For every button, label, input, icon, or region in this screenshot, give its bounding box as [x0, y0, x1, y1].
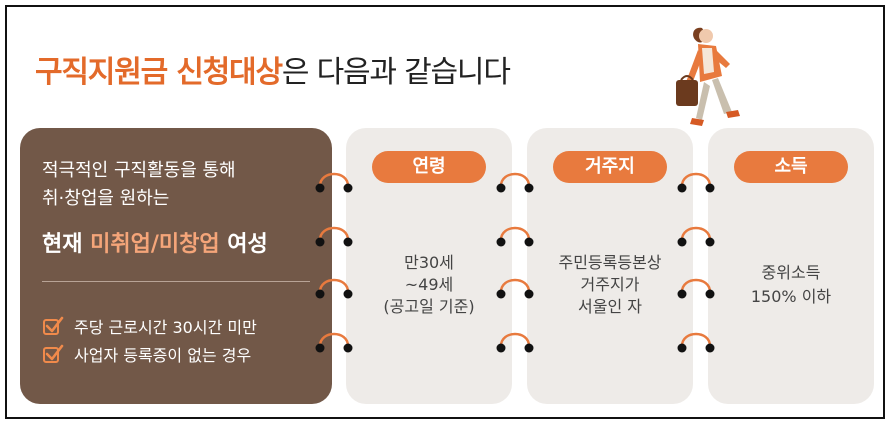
headline-rest: 은 다음과 같습니다	[281, 55, 511, 90]
check-icon	[43, 344, 64, 363]
criteria-panel-income: 소득 중위소득 150% 이하	[708, 128, 874, 404]
criteria-age-line-1: 만30세	[404, 253, 454, 272]
criteria-income-line-2: 150% 이하	[750, 287, 832, 306]
binder-ring-icon	[315, 278, 353, 299]
criteria-age-line-2: ~49세	[404, 275, 454, 294]
criteria-income-title: 소득	[734, 151, 848, 183]
binder-ring-icon	[496, 332, 534, 353]
criteria-residence-line-2: 거주지가	[580, 275, 640, 294]
criteria-residence-line-3: 서울인 자	[578, 297, 642, 316]
target-description-panel: 적극적인 구직활동을 통해 취·창업을 원하는 현재 미취업/미창업 여성 주당…	[20, 128, 332, 404]
binder-ring-icon	[315, 172, 353, 193]
check-item-1: 주당 근로시간 30시간 미만	[42, 314, 257, 338]
criteria-age-line-3: (공고일 기준)	[383, 297, 475, 316]
target-line-2: 취·창업을 원하는	[42, 188, 170, 209]
check-item-2-label: 사업자 등록증이 없는 경우	[74, 346, 252, 365]
criteria-age-title: 연령	[372, 151, 486, 183]
target-line-1: 적극적인 구직활동을 통해	[42, 160, 236, 181]
criteria-residence-line-1: 주민등록등본상	[558, 253, 662, 272]
binder-ring-icon	[677, 278, 715, 299]
woman-with-bag-illustration	[676, 27, 740, 126]
criteria-panel-residence: 거주지 주민등록등본상 거주지가 서울인 자	[527, 128, 693, 404]
criteria-residence-title: 거주지	[553, 151, 667, 183]
target-strong-line: 현재 미취업/미창업 여성	[42, 226, 268, 258]
check-item-2: 사업자 등록증이 없는 경우	[42, 342, 251, 366]
binder-ring-icon	[677, 226, 715, 247]
target-divider	[42, 281, 310, 282]
headline-highlight: 구직지원금 신청대상	[35, 55, 283, 90]
check-item-1-label: 주당 근로시간 30시간 미만	[74, 318, 257, 337]
target-strong-accent: 미취업/미창업	[90, 232, 220, 257]
criteria-panel-age: 연령 만30세 ~49세 (공고일 기준)	[346, 128, 512, 404]
binder-ring-icon	[315, 226, 353, 247]
headline: 구직지원금 신청대상은 다음과 같습니다	[35, 47, 511, 91]
binder-ring-icon	[677, 332, 715, 353]
binder-ring-icon	[315, 332, 353, 353]
target-strong-prefix: 현재	[42, 232, 91, 257]
binder-ring-icon	[677, 172, 715, 193]
binder-ring-icon	[496, 278, 534, 299]
binder-ring-icon	[496, 226, 534, 247]
check-icon	[43, 316, 64, 335]
target-strong-suffix: 여성	[219, 232, 268, 257]
criteria-income-line-1: 중위소득	[761, 263, 821, 282]
binder-ring-icon	[496, 172, 534, 193]
